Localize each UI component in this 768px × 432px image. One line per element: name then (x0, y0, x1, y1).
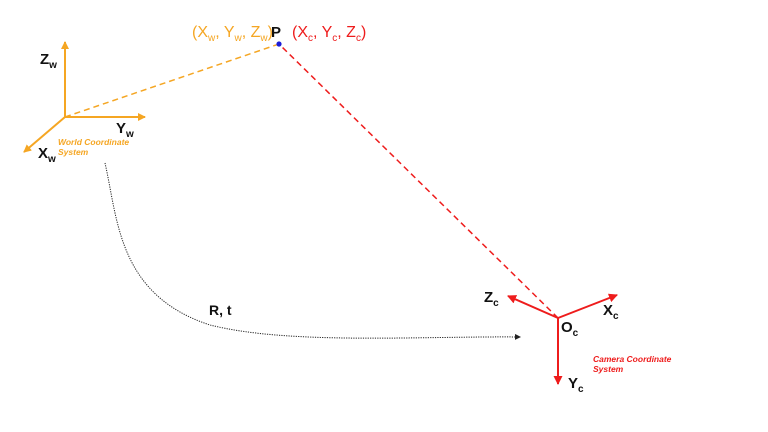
transform-label: R, t (209, 302, 232, 318)
camera-origin-label: Oc (561, 319, 579, 339)
camera-x-label: Xc (603, 302, 619, 322)
world-z-label: Zw (40, 51, 57, 71)
transform-curve (104, 162, 521, 340)
point-world-coords: (Xw, Yw, Zw) (192, 24, 273, 44)
camera-z-axis (507, 295, 559, 319)
transform: R, t (104, 162, 521, 340)
camera-y-label: Yc (568, 375, 584, 395)
world-to-point-line (64, 43, 280, 118)
camera-to-point-line (278, 43, 559, 319)
world-y-label: Yw (116, 120, 134, 140)
camera-z-label: Zc (484, 289, 499, 309)
point-p-dot (276, 41, 282, 47)
camera-x-axis (557, 293, 618, 319)
point-camera-coords: (Xc, Yc, Zc) (292, 24, 366, 44)
point-p: P (Xw, Yw, Zw) (Xc, Yc, Zc) (192, 24, 366, 47)
world-x-axis (23, 116, 66, 153)
point-p-label: P (271, 24, 281, 41)
world-x-label: Xw (38, 145, 56, 165)
